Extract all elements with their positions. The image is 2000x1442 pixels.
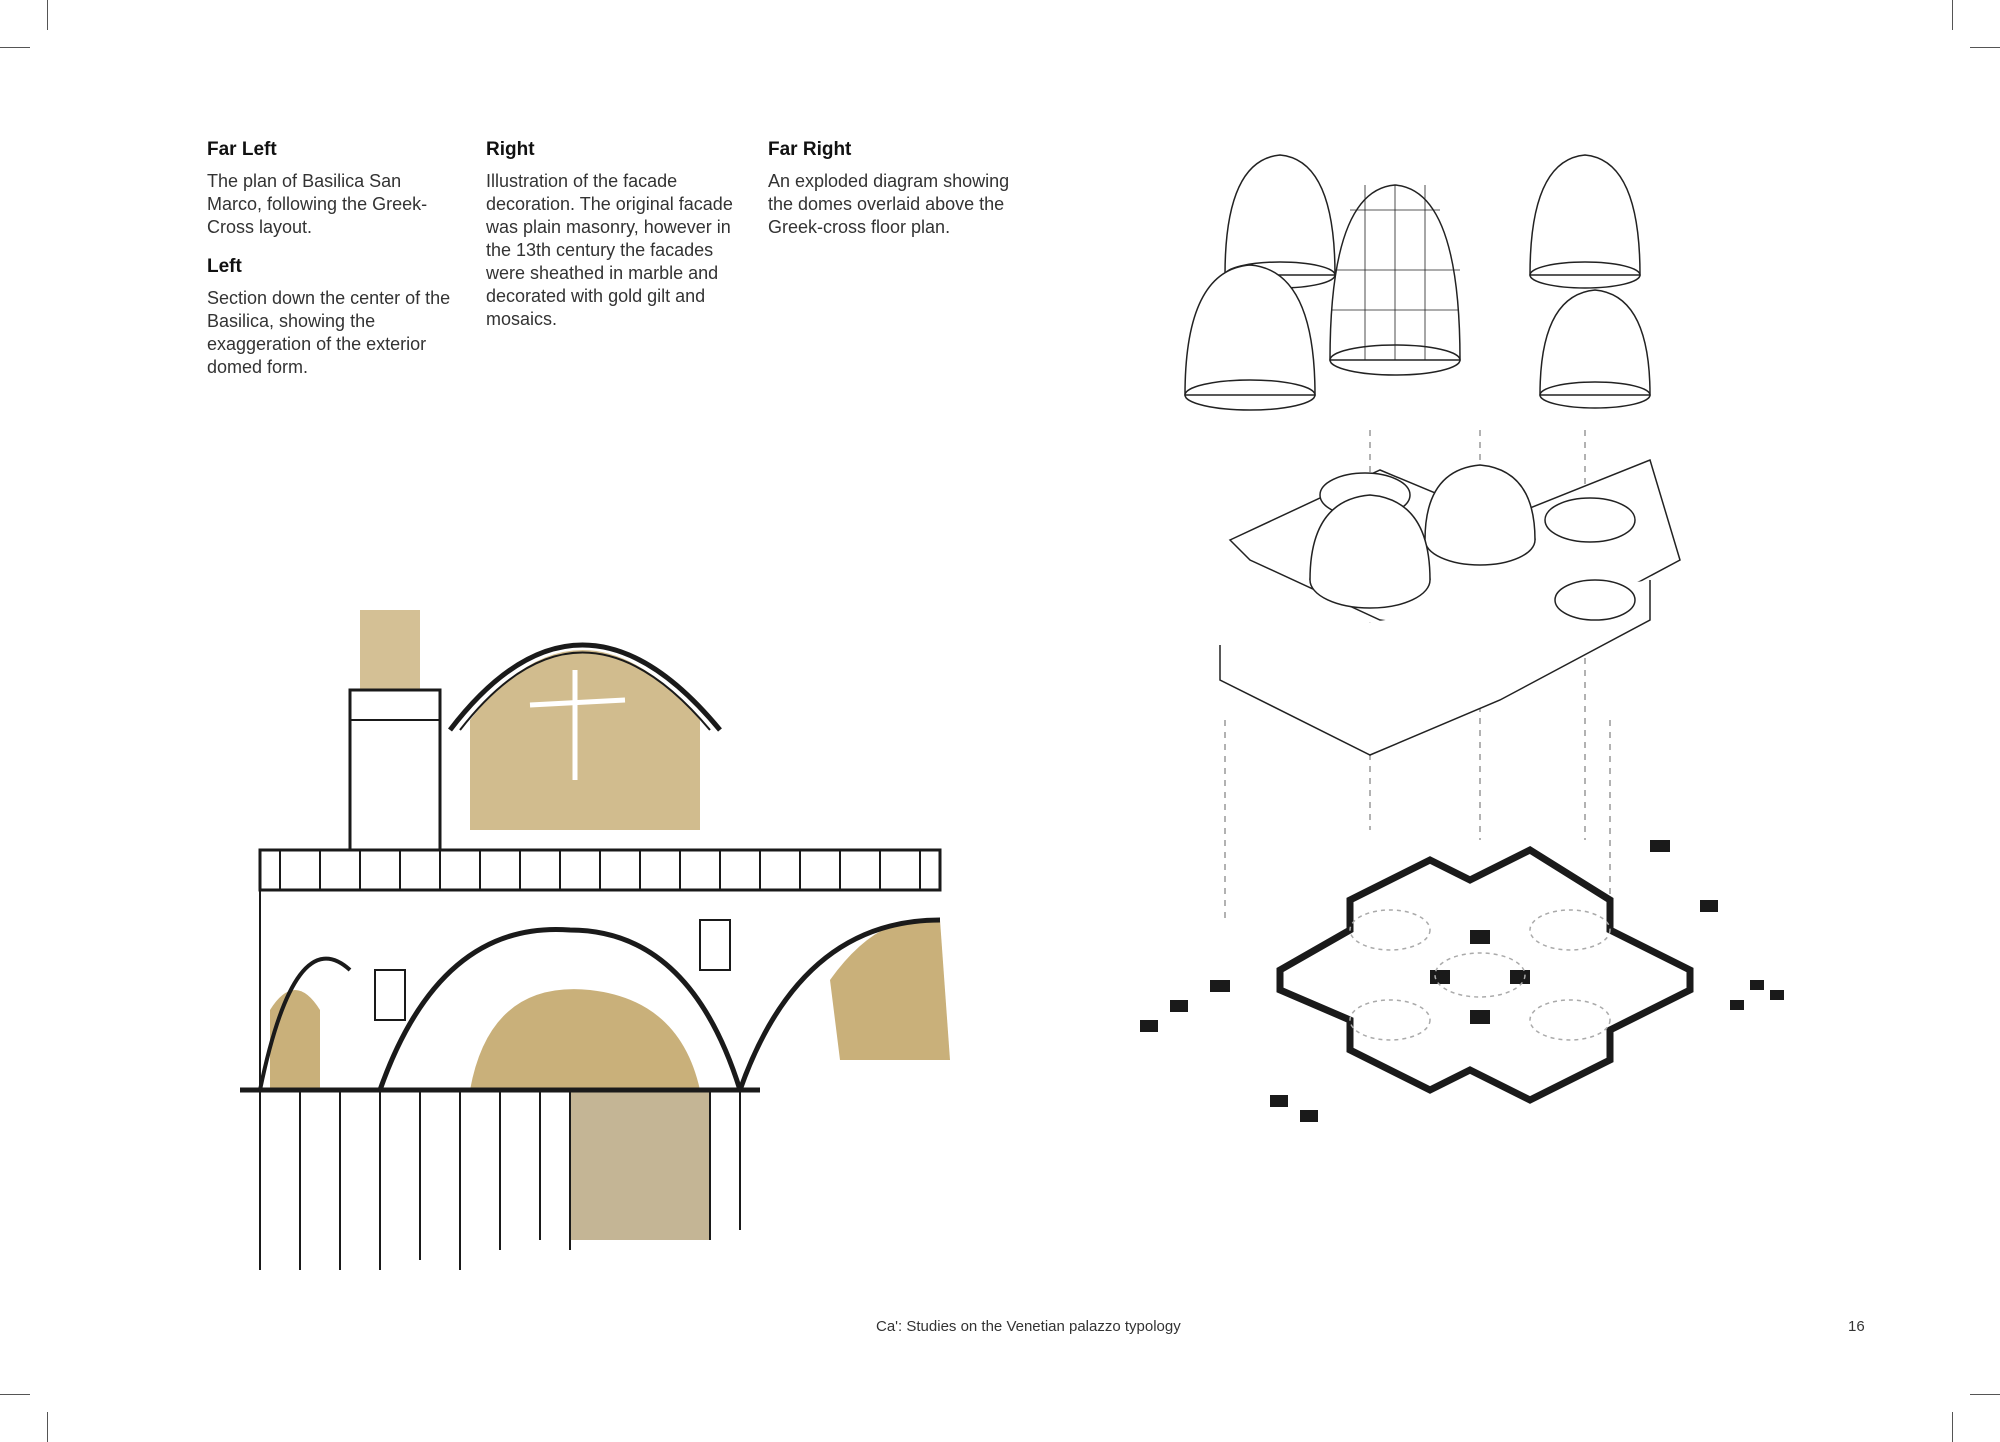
page-number: 16 [1848,1318,1865,1335]
caption-heading: Right [486,139,535,160]
crop-mark [1952,1412,1953,1442]
caption-body: The plan of Basilica San Marco, followin… [207,171,428,237]
domes-layer [1184,154,1651,411]
crop-mark [47,0,48,30]
caption-heading: Far Right [768,139,852,160]
caption-body: Section down the center of the Basilica,… [207,288,451,377]
crop-mark [1970,47,2000,48]
exploded-dome-diagram [1140,154,1784,1122]
caption-column-1: Far Left The plan of Basilica San Marco,… [207,138,457,395]
crop-mark [0,47,30,48]
crop-mark [1970,1394,2000,1395]
vaults-layer [1219,458,1681,756]
caption-heading: Left [207,256,242,277]
caption-body: An exploded diagram showing the domes ov… [768,171,1010,237]
crop-mark [47,1412,48,1442]
crop-mark [0,1394,30,1395]
caption-column-2: Right Illustration of the facade decorat… [486,138,736,347]
footer-title: Ca': Studies on the Venetian palazzo typ… [876,1318,1181,1335]
floor-plan-layer [1140,840,1784,1122]
crop-mark [1952,0,1953,30]
facade-sketch-illustration [240,610,950,1270]
caption-heading: Far Left [207,139,277,160]
caption-column-3: Far Right An exploded diagram showing th… [768,138,1018,255]
caption-body: Illustration of the facade decoration. T… [486,171,733,329]
